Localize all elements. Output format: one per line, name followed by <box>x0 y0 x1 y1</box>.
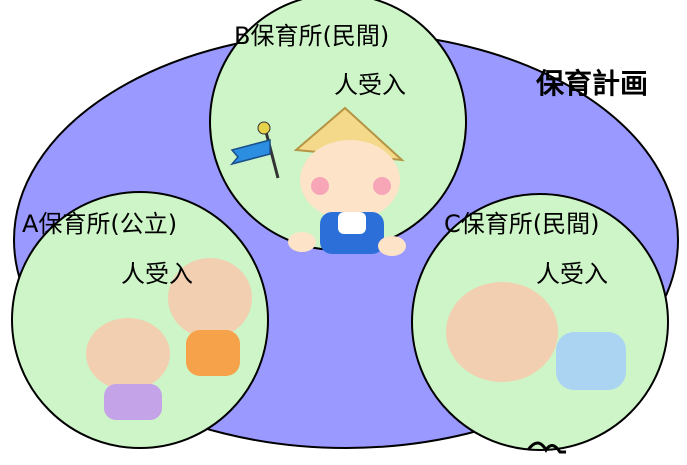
crawling-baby-icon <box>446 282 626 390</box>
nursery-b-name: B保育所(民間) <box>234 22 390 50</box>
diagram-title: 保育計画 <box>536 67 649 100</box>
nursery-c-capacity: 人受入 <box>536 260 608 288</box>
two-babies-icon <box>86 258 252 420</box>
nursery-c-name: C保育所(民間) <box>444 210 600 238</box>
nursery-a-name: A保育所(公立) <box>22 210 178 238</box>
scribble-icon <box>526 441 566 454</box>
nursery-a-capacity: 人受入 <box>121 260 193 288</box>
baby-with-carp-streamer-icon <box>229 106 406 256</box>
nursery-b-capacity: 人受入 <box>334 71 406 99</box>
